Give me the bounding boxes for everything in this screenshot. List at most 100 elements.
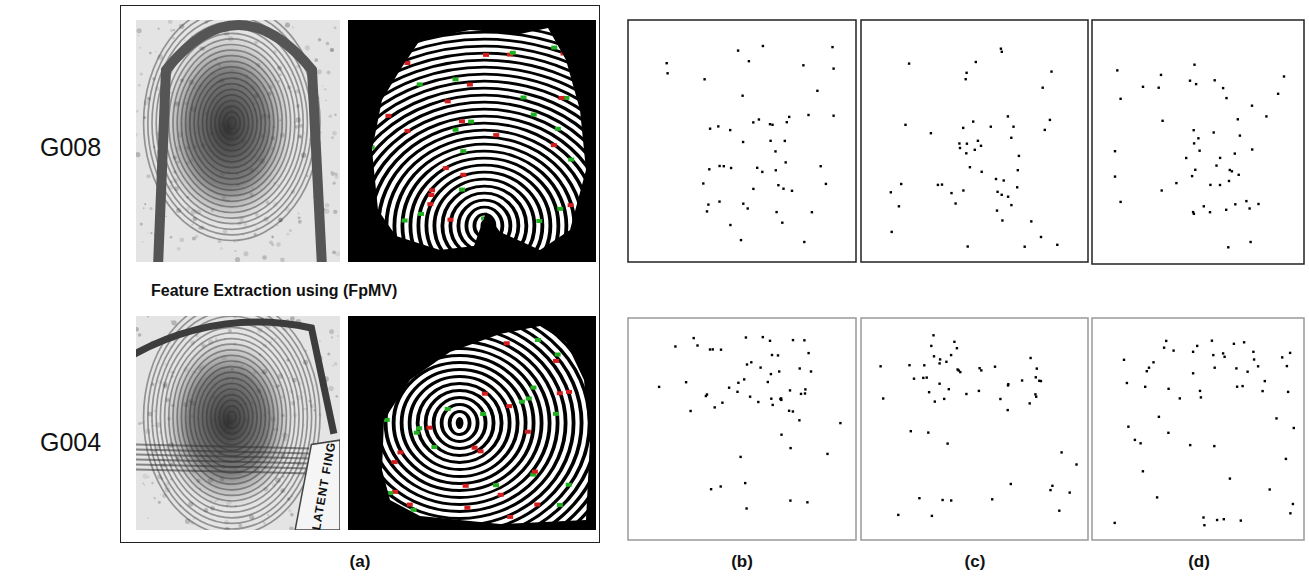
noise-speck xyxy=(331,136,334,139)
minutia-point xyxy=(1114,522,1116,524)
minutia-point xyxy=(777,184,779,186)
minutia-point xyxy=(710,488,712,490)
minutia-point xyxy=(811,211,813,213)
minutia-point xyxy=(1142,470,1144,472)
noise-speck xyxy=(144,484,146,486)
minutia-point xyxy=(994,366,996,368)
noise-speck xyxy=(275,338,277,340)
noise-speck xyxy=(322,85,324,87)
noise-speck xyxy=(303,391,304,392)
minutia-mark xyxy=(404,129,410,133)
noise-speck xyxy=(143,207,145,209)
ridge-line xyxy=(478,218,490,234)
minutia-point xyxy=(767,381,769,383)
minutia-point xyxy=(1235,367,1237,369)
minutia-point xyxy=(938,383,940,385)
minutia-point xyxy=(1225,209,1227,211)
minutia-point xyxy=(1167,432,1169,434)
noise-speck xyxy=(147,476,149,478)
minutia-point xyxy=(723,165,725,167)
ridge-line xyxy=(462,204,506,248)
minutia-point xyxy=(729,224,731,226)
minutia-point xyxy=(666,72,668,74)
minutia-point xyxy=(897,514,899,516)
minutia-point xyxy=(927,431,929,433)
minutia-point xyxy=(799,367,801,369)
band-line xyxy=(136,449,309,453)
minutia-point xyxy=(930,345,932,347)
minutia-point xyxy=(1212,354,1214,356)
noise-speck xyxy=(329,329,334,334)
minutia-point xyxy=(807,352,809,354)
minutia-point xyxy=(770,398,772,400)
minutia-point xyxy=(718,165,720,167)
minutia-point xyxy=(1236,386,1238,388)
minutia-mark xyxy=(460,149,466,153)
minutia-point xyxy=(1223,356,1225,358)
minutia-point xyxy=(962,189,964,191)
ridge-line xyxy=(169,333,295,501)
latent-print xyxy=(136,20,340,262)
noise-speck xyxy=(177,247,181,251)
minutia-point xyxy=(1234,203,1236,205)
minutia-point xyxy=(1269,488,1271,490)
panel-heading: Feature Extraction using (FpMV) xyxy=(151,282,397,300)
ink-arc xyxy=(158,25,322,262)
noise-speck xyxy=(153,497,156,500)
minutia-mark xyxy=(553,412,559,416)
minutia-point xyxy=(965,72,967,74)
minutia-point xyxy=(748,60,750,62)
minutia-point xyxy=(728,387,730,389)
minutia-point xyxy=(798,419,800,421)
ridge-line xyxy=(148,316,316,529)
minutia-mark xyxy=(467,83,473,87)
noise-speck xyxy=(285,22,290,27)
noise-speck xyxy=(299,136,302,139)
minutia-point xyxy=(777,354,779,356)
minutia-point xyxy=(1251,148,1253,150)
minutia-point xyxy=(761,171,763,173)
minutia-point xyxy=(1060,451,1062,453)
ridge-line xyxy=(430,176,538,276)
minutia-point xyxy=(804,392,806,394)
noise-speck xyxy=(325,203,330,208)
noise-speck xyxy=(329,114,333,118)
minutia-point xyxy=(1179,397,1181,399)
minutia-mark xyxy=(411,508,417,512)
ridge-line xyxy=(222,212,698,579)
band-line xyxy=(136,464,309,468)
minutia-point xyxy=(1195,83,1197,85)
ridge-line xyxy=(414,162,554,290)
noise-speck xyxy=(158,501,161,504)
ridge-line xyxy=(430,394,490,452)
minutia-point xyxy=(1241,385,1243,387)
minutia-point xyxy=(1049,489,1051,491)
noise-speck xyxy=(243,223,247,227)
minutia-mark xyxy=(530,386,536,390)
panel-letter: (b) xyxy=(731,552,753,572)
ridge-line xyxy=(310,289,610,557)
minutia-point xyxy=(709,348,711,350)
minutia-point xyxy=(1200,396,1202,398)
minutia-point xyxy=(752,121,754,123)
minutia-point xyxy=(946,442,948,444)
ridge-line xyxy=(334,310,586,536)
minutia-point xyxy=(1223,518,1225,520)
minutia-point xyxy=(807,114,809,116)
minutia-mark xyxy=(519,400,525,404)
minutia-point xyxy=(1036,367,1038,369)
ridge-line xyxy=(177,50,286,196)
minutia-point xyxy=(782,188,784,190)
minutia-point xyxy=(770,373,772,375)
ridge-line xyxy=(454,197,514,255)
minutia-point xyxy=(932,334,934,336)
minutia-point xyxy=(1152,361,1154,363)
ridge-line xyxy=(374,127,594,325)
minutia-point xyxy=(966,143,968,145)
minutia-point xyxy=(1239,134,1241,136)
minutia-point xyxy=(945,361,947,363)
minutia-point xyxy=(1172,349,1174,351)
band-line xyxy=(136,469,309,473)
minutia-point xyxy=(977,140,979,142)
noise-speck xyxy=(238,523,242,527)
